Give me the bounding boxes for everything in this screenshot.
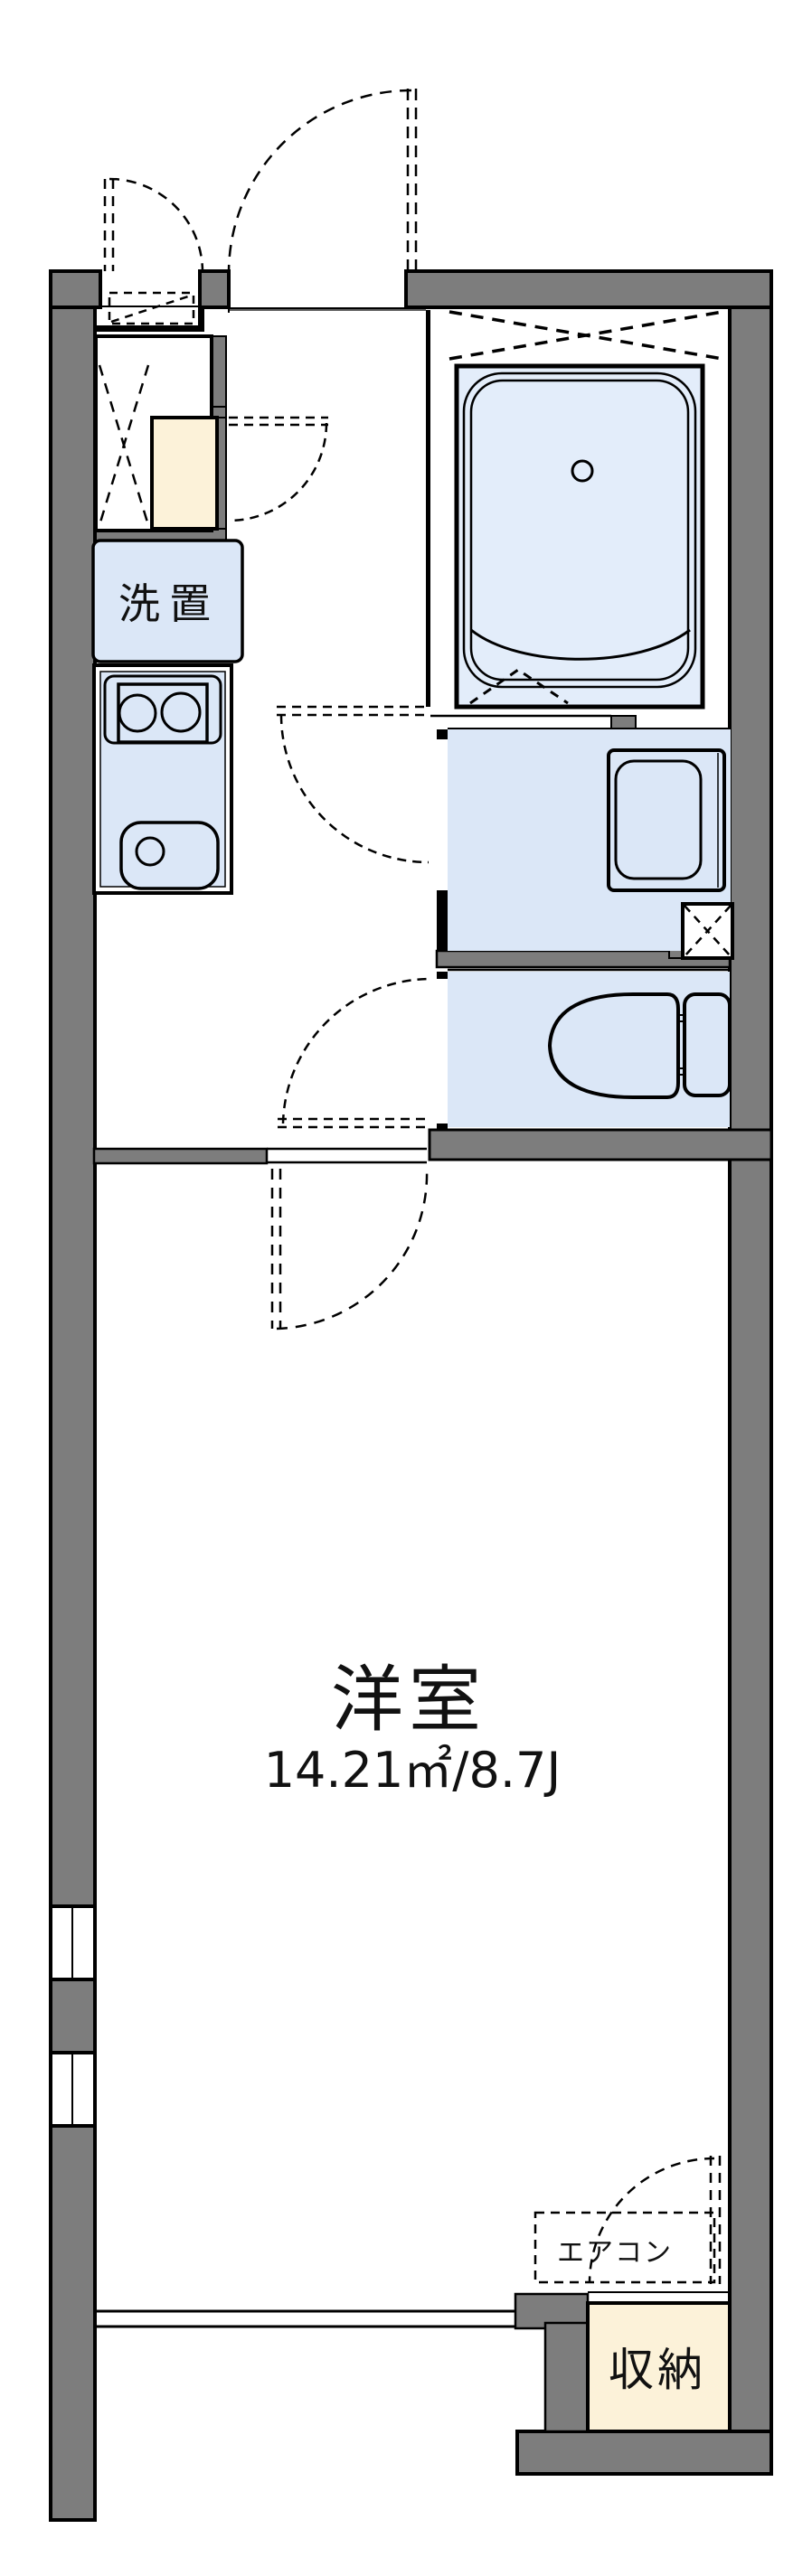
toilet-connectors [678, 1014, 685, 1076]
storage-label: 収納 [609, 2344, 706, 2396]
shoe-cabinet-outline [108, 291, 195, 325]
wall-left-lower [49, 2124, 97, 2522]
main-room-label: 洋室 [331, 1658, 486, 1742]
wall-top-left-stub [49, 269, 102, 309]
wall-closet-right-upper [211, 335, 227, 418]
storage-door [588, 2156, 722, 2284]
shoe-cabinet [108, 291, 195, 325]
hall-door-swing-arc [228, 422, 328, 522]
wall-room-top-left [92, 1147, 269, 1165]
wall-left-pier [49, 1978, 97, 2054]
wall-top-mid-stub [198, 269, 231, 309]
wall-top-right [404, 269, 773, 309]
toilet-door-swing-arc [281, 977, 432, 1124]
wall-vanity-door-jamb-bottom [437, 890, 448, 951]
bathtub-drain [571, 459, 594, 483]
storage-box [586, 2301, 732, 2433]
wall-vanity-door-jamb-top [437, 729, 448, 739]
side-door-swing-arc [109, 177, 204, 273]
threshold-lines [100, 306, 730, 2293]
wall-right [728, 306, 773, 2433]
kitchen [92, 663, 233, 895]
wall-toilet-door-jamb-top [437, 972, 448, 979]
toilet-bowl [547, 992, 680, 1099]
storage-closet: 収納 [586, 2156, 732, 2433]
aircon-unit: エアコン [533, 2211, 716, 2284]
shoe-cabinet-diagonal [110, 294, 192, 324]
storage-door-swing-arc [588, 2157, 715, 2284]
kitchen-sink [119, 821, 220, 890]
entry-door-swing-arc [227, 89, 412, 274]
wall-left-upper [49, 269, 97, 1908]
entry-door [227, 89, 418, 313]
entry-closet [94, 334, 219, 532]
stove-burner-right [160, 691, 202, 733]
pipe-space [681, 902, 734, 960]
sink-drain [135, 836, 165, 867]
entry-closet-x2 [98, 364, 150, 526]
washer-space: 洗置 [91, 539, 244, 663]
toilet-room [278, 972, 732, 1129]
wall-bottom-band [515, 2430, 773, 2476]
entry-step-line [96, 325, 204, 332]
bath-x2 [448, 310, 723, 361]
main-room-door [270, 1169, 429, 1330]
vanity-room [277, 705, 734, 960]
bathtub-curve [470, 628, 691, 661]
entry-nook-divider [198, 306, 204, 332]
vanity-door-swing-arc [279, 714, 430, 864]
wall-toilet-door-jamb-bottom [437, 1123, 448, 1130]
main-room-door-swing-arc [276, 1169, 429, 1330]
bathtub-rim-inner [469, 379, 690, 682]
hall-door [228, 416, 328, 522]
left-wall-windows [49, 1904, 97, 2128]
entrance-area [94, 89, 418, 532]
pipe-space-x2 [684, 905, 732, 957]
bathtub-rim-outer [462, 371, 697, 689]
aircon-outline [533, 2211, 716, 2284]
wall-bath-left [426, 310, 430, 707]
bath-folding-door [469, 668, 569, 705]
side-door [103, 177, 204, 313]
stove-burner-left [118, 693, 157, 733]
main-room-area-label: 14.21㎡/8.7J [264, 1742, 562, 1799]
wall-toilet-bottom [428, 1128, 773, 1161]
wall-storage-left [543, 2321, 590, 2433]
washer-label: 洗置 [118, 579, 220, 628]
washer-box [91, 539, 244, 663]
bathroom [448, 310, 723, 710]
toilet-door [278, 977, 432, 1129]
entry-cabinet-counter [150, 416, 219, 531]
aircon-label: エアコン [557, 2237, 673, 2269]
bottom-window [94, 2309, 515, 2328]
vanity-door [277, 705, 430, 864]
toilet-tank [683, 992, 732, 1097]
main-room: 洋室 14.21㎡/8.7J [264, 1169, 562, 1799]
bathtub [454, 363, 705, 710]
vanity-basin [614, 759, 703, 880]
